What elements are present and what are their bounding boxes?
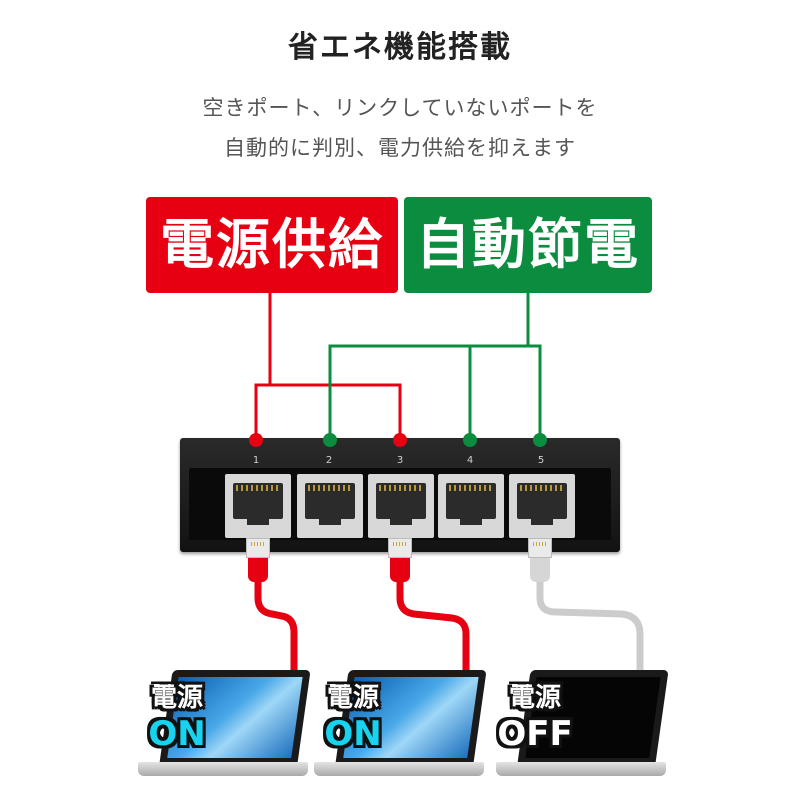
port-number-2: 2	[325, 455, 333, 466]
laptop-status-label: 電源 OFF	[490, 682, 580, 754]
power-label: 電源	[326, 683, 379, 713]
power-status: ON	[148, 714, 206, 754]
indicator-dot-port-1	[249, 433, 263, 447]
power-status: ON	[324, 714, 382, 754]
port-number-5: 5	[537, 455, 545, 466]
laptop-2: 電源 ON	[314, 670, 487, 780]
indicator-dot-port-5	[533, 433, 547, 447]
port-number-3: 3	[396, 455, 404, 466]
laptop-base	[138, 762, 308, 776]
cable-port-1	[254, 580, 298, 672]
indicator-dot-port-2	[323, 433, 337, 447]
network-switch: 1 2 3 4 5	[180, 438, 620, 552]
port-number-4: 4	[466, 455, 474, 466]
laptop-base	[496, 762, 666, 776]
laptop-status-label: 電源 ON	[132, 682, 222, 754]
laptop-1: 電源 ON	[138, 670, 311, 780]
laptop-3: 電源 OFF	[496, 670, 669, 780]
indicator-dot-port-3	[393, 433, 407, 447]
lan-port-3[interactable]	[368, 474, 434, 538]
lan-port-2[interactable]	[297, 474, 363, 538]
port-number-1: 1	[252, 455, 260, 466]
power-label: 電源	[508, 683, 561, 713]
indicator-dot-port-4	[463, 433, 477, 447]
auto-line	[528, 344, 542, 440]
ethernet-plug-port-5	[528, 538, 552, 582]
laptop-status-label: 電源 ON	[308, 682, 398, 754]
lan-port-5[interactable]	[509, 474, 575, 538]
lan-port-4[interactable]	[438, 474, 504, 538]
lan-port-1[interactable]	[225, 474, 291, 538]
power-label: 電源	[150, 683, 203, 713]
description: 空きポート、リンクしていないポートを 自動的に判別、電力供給を抑えます	[0, 88, 800, 168]
power-line	[256, 383, 402, 440]
power-status: OFF	[497, 714, 573, 754]
power-supply-badge: 電源供給	[146, 197, 398, 293]
auto-power-saving-badge: 自動節電	[404, 197, 652, 293]
laptop-base	[314, 762, 484, 776]
cable-port-3	[396, 580, 470, 672]
description-line-1: 空きポート、リンクしていないポートを	[202, 96, 598, 120]
ethernet-plug-port-3	[388, 538, 412, 582]
description-line-2: 自動的に判別、電力供給を抑えます	[224, 136, 576, 160]
cable-port-5	[536, 580, 644, 672]
ethernet-plug-port-1	[246, 538, 270, 582]
page-title: 省エネ機能搭載	[288, 30, 512, 65]
auto-line	[328, 293, 530, 440]
